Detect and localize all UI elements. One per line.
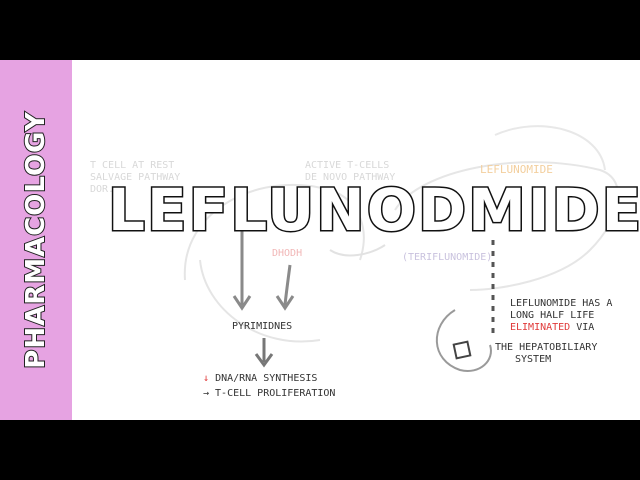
note-active-line1: ACTIVE T-CELLS [305, 160, 390, 171]
note-hepato-line2: SYSTEM [515, 354, 552, 365]
note-tcell-rest-line3: DOR... [90, 184, 127, 195]
duct-outline [435, 309, 492, 372]
note-hepatobiliary: THE HEPATOBILIARY SYSTEM [495, 342, 597, 366]
inhibit-curve [329, 244, 386, 257]
note-synthesis-text: DNA/RNA SYNTHESIS [215, 373, 318, 384]
arrow-head-3 [254, 353, 274, 368]
note-active-tcells: ACTIVE T-CELLS DE NOVO PATHWAY [305, 160, 395, 184]
arrow-head-2 [275, 295, 295, 311]
liver-outline [394, 161, 619, 291]
liver-outline-2 [494, 125, 606, 171]
note-active-line2: DE NOVO PATHWAY [305, 172, 396, 183]
decrease-arrow-icon: ↓ [203, 373, 210, 384]
note-drug-label: LEFLUNOMIDE [480, 163, 553, 176]
sidebar-label: PHARMACOLOGY [20, 110, 52, 369]
cell-outline-2 [199, 259, 321, 343]
note-eliminated: ELIMINATED [510, 322, 571, 333]
note-proliferation: → T-CELL PROLIFERATION [203, 388, 336, 399]
note-half-life-line2: LONG HALF LIFE [510, 310, 595, 321]
note-dhodh: DHODH [272, 248, 303, 259]
arrow-head-1 [232, 295, 252, 311]
note-tcell-rest: T CELL AT REST SALVAGE PATHWAY DOR... [90, 160, 180, 196]
note-tcell-rest-line2: SALVAGE PATHWAY [90, 172, 181, 183]
note-half-life: LEFLUNOMIDE HAS A LONG HALF LIFE ELIMINA… [510, 298, 612, 334]
note-tcell-rest-line1: T CELL AT REST [90, 160, 175, 171]
lecture-canvas: T CELL AT REST SALVAGE PATHWAY DOR... AC… [0, 60, 640, 420]
arrow-line-2 [283, 264, 292, 306]
note-via: VIA [576, 322, 595, 333]
note-half-life-line1: LEFLUNOMIDE HAS A [510, 298, 613, 309]
note-eliminated-line: ELIMINATED VIA [510, 322, 612, 334]
cell-outline [183, 183, 365, 281]
note-synthesis: ↓ DNA/RNA SYNTHESIS [203, 373, 317, 385]
note-pyrimidines: PYRIMIDNES [232, 321, 293, 332]
note-hepato-line1: THE HEPATOBILIARY [495, 342, 598, 353]
page-title: LEFLUNODMIDE [106, 175, 640, 246]
intestine-icon [452, 340, 472, 360]
category-sidebar: PHARMACOLOGY [0, 60, 72, 420]
note-metabolite: (TERIFLUNOMIDE) [402, 252, 493, 263]
sketch-drawing [183, 125, 619, 372]
